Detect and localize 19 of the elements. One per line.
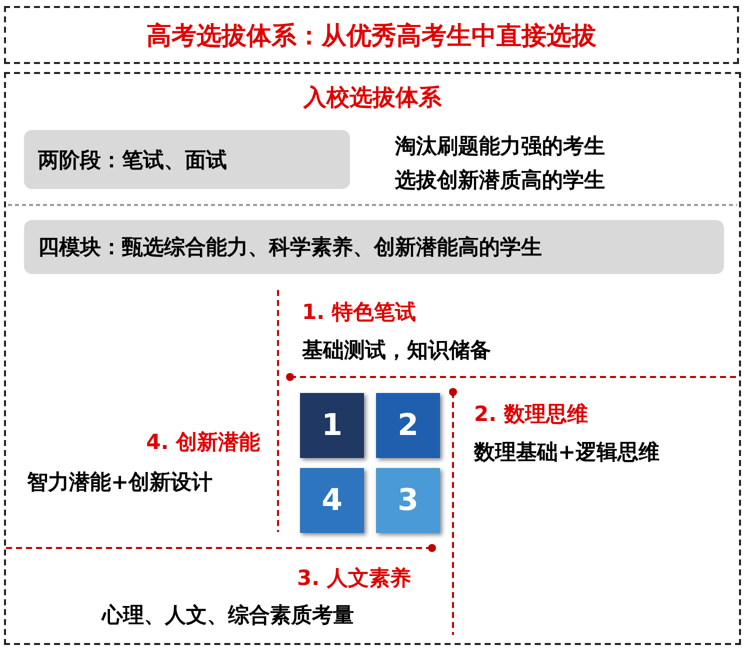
note-text: 淘汰刷题能力强的考生 [395,133,605,160]
module-title: 1. 特色笔试 [302,299,416,326]
number-tile: 1 [300,393,364,458]
module-title: 4. 创新潜能 [146,429,260,456]
number-tile: 4 [300,468,364,533]
section-heading: 入校选拔体系 [302,84,442,113]
info-banner: 四模块：甄选综合能力、科学素养、创新潜能高的学生 [24,220,724,274]
module-description: 数理基础+逻辑思维 [474,439,660,466]
module-title: 2. 数理思维 [474,401,588,428]
number-tile: 3 [376,468,440,533]
note-text: 选拔创新潜质高的学生 [395,167,605,194]
module-title: 3. 人文素养 [297,565,411,592]
module-description: 心理、人文、综合素质考量 [102,602,354,629]
module-description: 基础测试，知识储备 [302,337,491,364]
info-banner: 两阶段：笔试、面试 [24,130,350,189]
section-panel [4,72,741,645]
title-box: 高考选拔体系：从优秀高考生中直接选拔 [4,6,739,64]
module-description: 智力潜能+创新设计 [27,469,213,496]
number-tile: 2 [376,393,440,458]
